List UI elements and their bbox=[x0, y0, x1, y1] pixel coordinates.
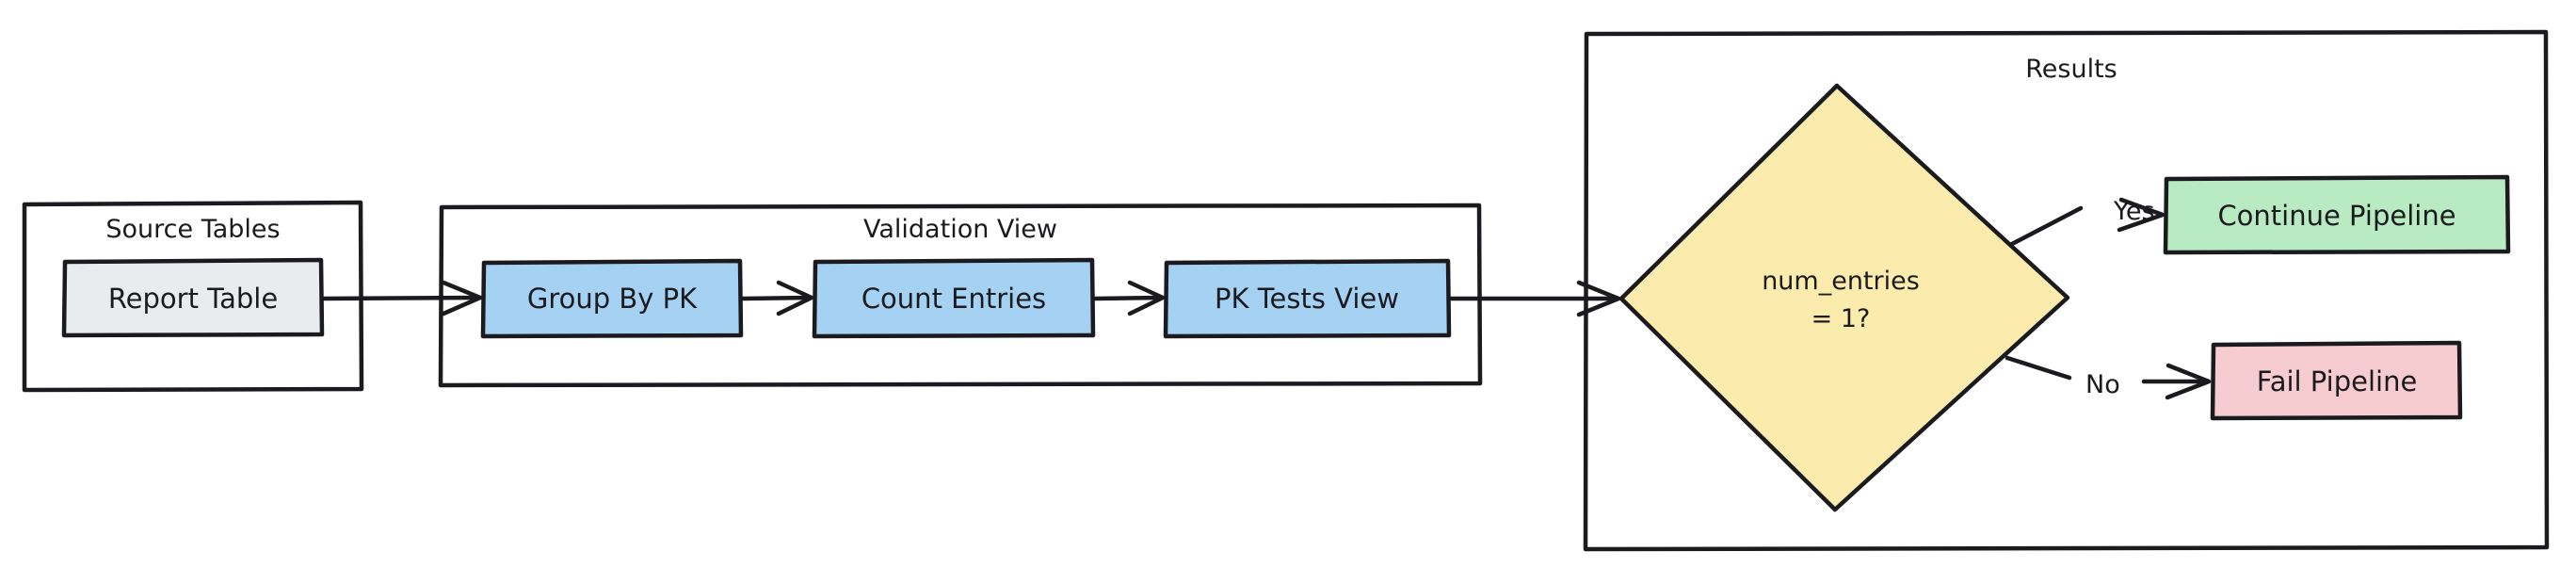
node-pk-tests-view[interactable]: PK Tests View bbox=[1163, 258, 1452, 339]
node-group-by-pk[interactable]: Group By PK bbox=[480, 258, 744, 339]
edge-label-no: No bbox=[2085, 370, 2120, 399]
node-count-entries[interactable]: Count Entries bbox=[812, 257, 1096, 339]
pk-tests-view-label: PK Tests View bbox=[1215, 283, 1399, 315]
edge-report-table-to-group-by-pk bbox=[320, 280, 483, 316]
num-entries-line2: = 1? bbox=[1811, 304, 1871, 333]
pk-tests-view-box[interactable] bbox=[1163, 258, 1452, 339]
source-tables-container[interactable] bbox=[22, 200, 364, 393]
group-source-tables[interactable]: Source Tables bbox=[22, 200, 364, 393]
report-table-label: Report Table bbox=[108, 283, 278, 315]
validation-view-container[interactable] bbox=[438, 203, 1483, 388]
num-entries-line1: num_entries bbox=[1762, 267, 1920, 296]
continue-pipeline-label: Continue Pipeline bbox=[2217, 200, 2455, 232]
edge-num-entries-check-to-fail-pipeline: No bbox=[2004, 355, 2212, 400]
edge-num-entries-check-to-continue-pipeline: Yes bbox=[2009, 197, 2165, 247]
group-validation-view[interactable]: Validation View bbox=[438, 203, 1483, 388]
validation-view-label: Validation View bbox=[863, 215, 1057, 244]
count-entries-label: Count Entries bbox=[861, 283, 1046, 315]
report-table-box[interactable] bbox=[61, 257, 325, 338]
source-tables-label: Source Tables bbox=[105, 215, 280, 244]
group-by-pk-box[interactable] bbox=[480, 258, 744, 339]
group-by-pk-label: Group By PK bbox=[527, 283, 698, 315]
continue-pipeline-box[interactable] bbox=[2163, 174, 2511, 255]
fail-pipeline-label: Fail Pipeline bbox=[2257, 365, 2418, 397]
node-continue-pipeline[interactable]: Continue Pipeline bbox=[2163, 174, 2511, 255]
edge-group-by-pk-to-count-entries bbox=[740, 280, 814, 316]
num-entries-diamond[interactable] bbox=[1618, 83, 2070, 512]
node-num-entries-check[interactable]: num_entries = 1? bbox=[1618, 83, 2070, 512]
results-label: Results bbox=[2025, 55, 2117, 84]
node-fail-pipeline[interactable]: Fail Pipeline bbox=[2210, 340, 2463, 421]
edge-count-entries-to-pk-tests-view bbox=[1092, 280, 1166, 316]
fail-pipeline-box[interactable] bbox=[2210, 340, 2463, 421]
node-report-table[interactable]: Report Table bbox=[61, 257, 325, 338]
group-results[interactable]: Results bbox=[1583, 29, 2550, 552]
count-entries-box[interactable] bbox=[812, 257, 1096, 339]
edge-pk-tests-view-to-num-entries-check bbox=[1448, 280, 1621, 317]
results-container[interactable] bbox=[1583, 29, 2550, 552]
